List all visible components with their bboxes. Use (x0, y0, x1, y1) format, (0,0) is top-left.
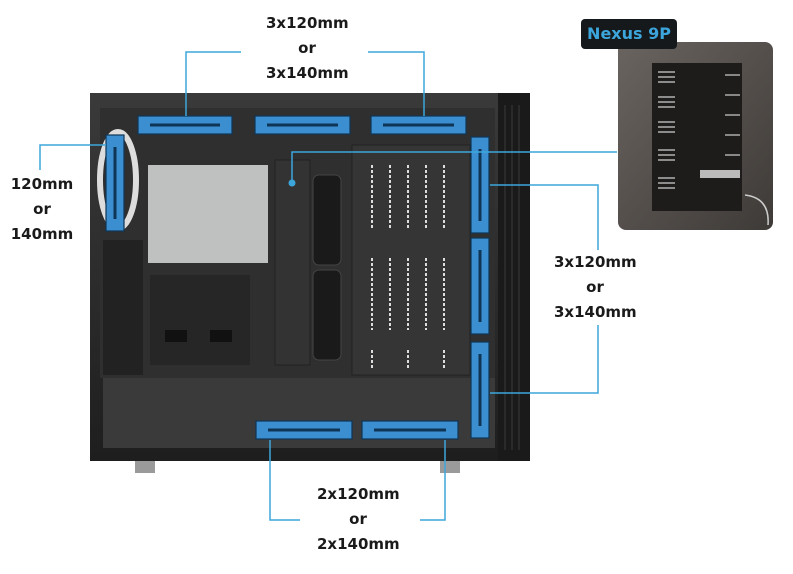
right-label-line-2: or (586, 278, 604, 296)
front-fan-1 (470, 136, 490, 234)
rear-fan-label: 120mm or 140mm (2, 172, 82, 247)
top-label-line-3: 3x140mm (266, 64, 349, 82)
top-fan-1 (137, 115, 233, 135)
front-fan-label: 3x120mm or 3x140mm (550, 250, 640, 325)
top-fan-label: 3x120mm or 3x140mm (262, 11, 352, 86)
left-label-line-3: 140mm (10, 225, 74, 243)
nexus-location-dot (288, 179, 296, 187)
bottom-fan-1 (255, 420, 353, 440)
top-fan-2 (254, 115, 351, 135)
front-panel-mesh (498, 93, 530, 461)
front-fan-2 (470, 237, 490, 335)
right-label-line-3: 3x140mm (554, 303, 637, 321)
pc-case (90, 93, 530, 473)
rear-fan (105, 134, 125, 232)
bottom-fan-2 (361, 420, 459, 440)
top-fan-3 (370, 115, 467, 135)
bottom-label-line-1: 2x120mm (317, 485, 400, 503)
left-label-line-2: or (33, 200, 51, 218)
bottom-fan-label: 2x120mm or 2x140mm (313, 482, 403, 557)
front-fan-3 (470, 341, 490, 439)
bottom-label-line-3: 2x140mm (317, 535, 400, 553)
bottom-label-line-2: or (349, 510, 367, 528)
top-label-line-1: 3x120mm (266, 14, 349, 32)
fan-slots (105, 115, 490, 440)
nexus-inset-photo (618, 42, 773, 230)
nexus-9p-title: Nexus 9P (581, 19, 677, 49)
right-label-line-1: 3x120mm (554, 253, 637, 271)
top-label-line-2: or (298, 39, 316, 57)
left-label-line-1: 120mm (10, 175, 74, 193)
window-cutout (148, 165, 268, 263)
